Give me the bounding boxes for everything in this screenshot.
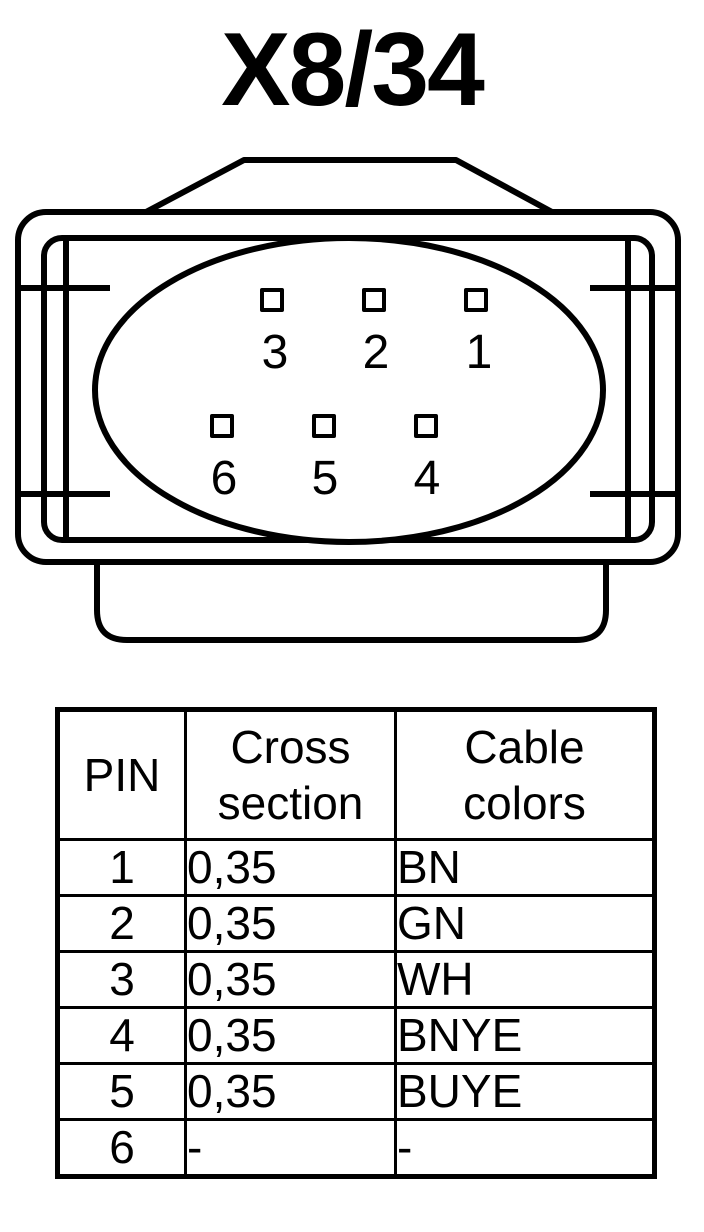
pin-label-1: 1 [466,326,493,379]
table-row: 5 0,35 BUYE [56,1062,656,1121]
cell-cross-section: - [184,1118,397,1178]
cell-cross-section: 0,35 [184,838,397,897]
pin-label-4: 4 [414,452,441,505]
cell-pin: 6 [56,1118,187,1178]
header-pin: PIN [56,708,187,841]
connector-diagram: 3 2 1 6 5 4 [15,157,681,643]
connector-base [94,562,609,643]
header-cross-section: Cross section [184,708,397,841]
pin-assignment-table: PIN Cross section Cable colors 1 0,35 BN… [55,707,657,1179]
cell-cross-section: 0,35 [184,950,397,1009]
cell-cable-color: - [394,1118,656,1178]
connector-housing-outer [15,209,681,565]
cell-cross-section: 0,35 [184,1006,397,1065]
table-header-row: PIN Cross section Cable colors [56,708,656,841]
cell-cross-section: 0,35 [184,1062,397,1121]
cell-pin: 2 [56,894,187,953]
header-cable-colors: Cable colors [394,708,656,841]
cell-cable-color: GN [394,894,656,953]
cell-pin: 3 [56,950,187,1009]
connector-title: X8/34 [221,12,485,128]
table-row: 4 0,35 BNYE [56,1006,656,1065]
cell-pin: 4 [56,1006,187,1065]
table-row: 6 - - [56,1118,656,1178]
connector-face [92,235,606,545]
cell-cable-color: BUYE [394,1062,656,1121]
cell-cross-section: 0,35 [184,894,397,953]
connector-latch [144,157,554,215]
cell-pin: 5 [56,1062,187,1121]
table-row: 2 0,35 GN [56,894,656,953]
pin-label-3: 3 [262,326,289,379]
table-row: 3 0,35 WH [56,950,656,1009]
pin-contact-5 [312,414,336,438]
pin-contact-4 [414,414,438,438]
table-row: 1 0,35 BN [56,838,656,897]
pin-contact-6 [210,414,234,438]
cell-cable-color: BNYE [394,1006,656,1065]
cell-pin: 1 [56,838,187,897]
pin-contact-3 [260,288,284,312]
pin-label-5: 5 [312,452,339,505]
cell-cable-color: BN [394,838,656,897]
cell-cable-color: WH [394,950,656,1009]
pin-contact-2 [362,288,386,312]
pin-contact-1 [464,288,488,312]
pin-label-6: 6 [211,452,238,505]
pin-label-2: 2 [363,326,390,379]
